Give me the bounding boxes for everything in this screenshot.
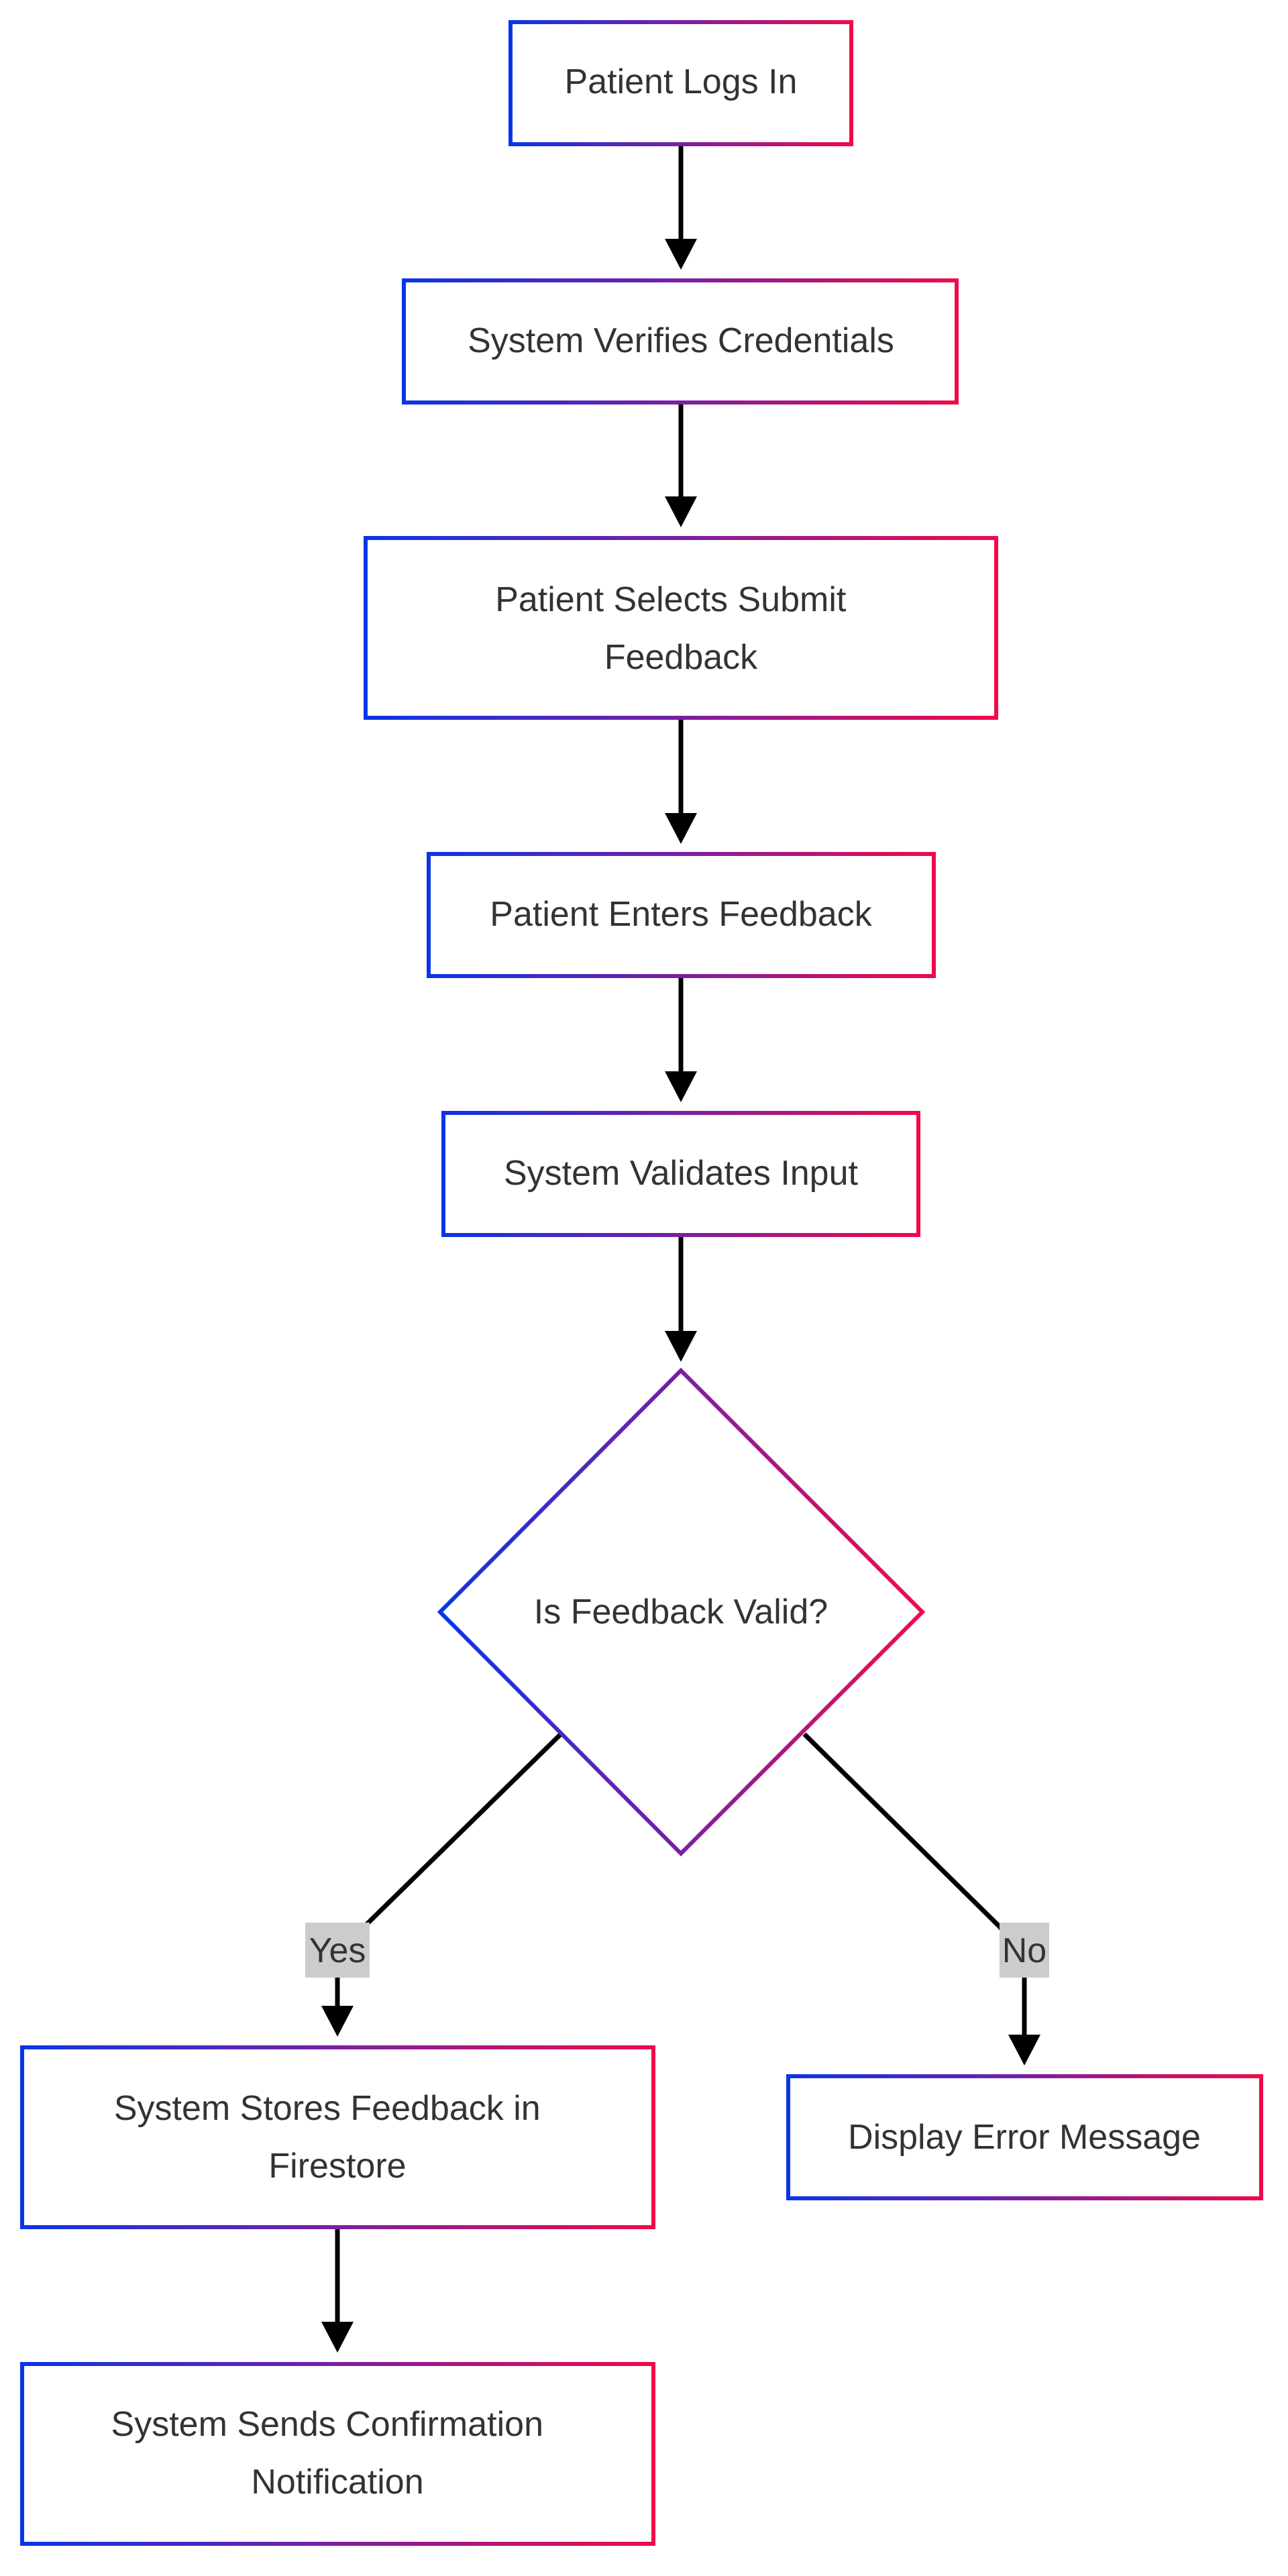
node-system-sends-confirmation-line-2: Notification xyxy=(251,2463,423,2502)
node-system-sends-confirmation-line-1: System Sends Confirmation xyxy=(111,2405,544,2444)
node-patient-enters-feedback-box xyxy=(427,852,936,978)
edge-decision-yes xyxy=(335,1732,563,2010)
node-patient-selects-submit-feedback-label: Patient Selects Submit Feedback xyxy=(495,580,856,677)
node-system-sends-confirmation-label: System Sends Confirmation Notification xyxy=(111,2405,553,2502)
node-system-stores-feedback-line-1: System Stores Feedback in xyxy=(114,2089,541,2128)
node-display-error-message: Display Error Message xyxy=(786,2074,1263,2200)
edges xyxy=(321,145,1040,2353)
edge-decision-no xyxy=(802,1732,1027,2037)
node-patient-logs-in-label: Patient Logs In xyxy=(565,62,798,101)
edge-decision-no-arrowhead xyxy=(1008,2035,1040,2065)
node-system-sends-confirmation-box xyxy=(20,2362,655,2546)
edge-login-to-verify-arrowhead xyxy=(665,239,697,270)
edge-enter-to-validate-arrowhead xyxy=(665,1071,697,1102)
node-display-error-message-box xyxy=(786,2074,1263,2200)
node-patient-logs-in-box xyxy=(508,20,853,146)
node-system-validates-input-box xyxy=(441,1111,920,1237)
edge-select-to-enter-arrowhead xyxy=(665,813,697,844)
node-patient-selects-submit-feedback-line-1: Patient Selects Submit xyxy=(495,580,847,619)
edge-validate-to-decision-arrowhead xyxy=(665,1331,697,1362)
node-system-stores-feedback: System Stores Feedback in Firestore xyxy=(20,2045,655,2229)
node-system-validates-input-label: System Validates Input xyxy=(504,1154,859,1193)
decision-diamond xyxy=(437,1367,926,1857)
node-system-stores-feedback-label: System Stores Feedback in Firestore xyxy=(114,2089,550,2186)
node-patient-selects-submit-feedback-line-2: Feedback xyxy=(604,638,758,677)
edge-label-yes-bg xyxy=(305,1923,370,1978)
node-system-stores-feedback-box xyxy=(20,2045,655,2229)
node-patient-selects-submit-feedback: Patient Selects Submit Feedback xyxy=(364,536,998,720)
edge-label-yes-text: Yes xyxy=(309,1931,366,1970)
edge-store-to-notify-arrowhead xyxy=(321,2322,354,2353)
node-patient-enters-feedback: Patient Enters Feedback xyxy=(427,852,936,978)
node-patient-enters-feedback-label: Patient Enters Feedback xyxy=(490,895,872,934)
node-patient-logs-in: Patient Logs In xyxy=(508,20,853,146)
node-system-stores-feedback-line-2: Firestore xyxy=(268,2147,406,2186)
edge-decision-yes-arrowhead xyxy=(321,2006,354,2037)
edge-label-no-bg xyxy=(1000,1923,1049,1978)
node-is-feedback-valid-label: Is Feedback Valid? xyxy=(534,1593,828,1631)
edge-verify-to-select-arrowhead xyxy=(665,496,697,527)
node-display-error-message-label: Display Error Message xyxy=(848,2118,1201,2157)
node-system-verifies-credentials-box xyxy=(402,278,959,405)
node-system-verifies-credentials-label: System Verifies Credentials xyxy=(468,321,894,360)
node-system-validates-input: System Validates Input xyxy=(441,1111,920,1237)
edge-label-no-text: No xyxy=(1002,1931,1046,1970)
node-system-verifies-credentials: System Verifies Credentials xyxy=(402,278,959,405)
edge-label-yes: Yes xyxy=(305,1923,370,1978)
edge-label-no: No xyxy=(1000,1923,1049,1978)
node-system-sends-confirmation: System Sends Confirmation Notification xyxy=(20,2362,655,2546)
node-is-feedback-valid: Is Feedback Valid? xyxy=(437,1367,926,1857)
node-patient-selects-submit-feedback-box xyxy=(364,536,998,720)
